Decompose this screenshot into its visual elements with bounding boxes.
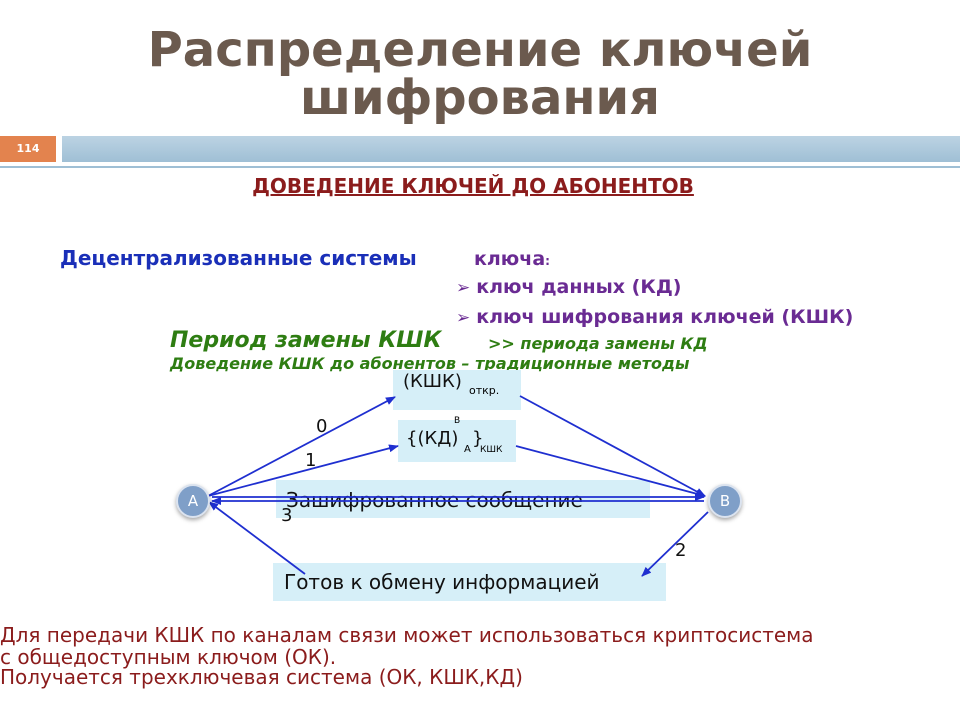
step-3-label: 3	[281, 505, 293, 526]
arrow-a-to-public-kek	[207, 396, 396, 497]
slide-title-line2: шифрования	[300, 70, 660, 126]
box-encrypted-key: B {(КД) A } КШК	[398, 416, 516, 462]
node-b: B	[708, 484, 742, 518]
box-public-kek: (КШК) откр.	[393, 370, 521, 410]
step-0-label: 0	[316, 416, 328, 437]
box-encrypted-message-label: Зашифрованное сообщение	[286, 488, 583, 512]
key-item-label: ключ шифрования ключей (КШК)	[476, 306, 854, 328]
step-2-label: 2	[675, 540, 687, 561]
key-heading: ключа:	[474, 248, 550, 270]
period-heading: Период замены КШК	[170, 328, 442, 353]
box-encrypted-key-sup: B	[454, 416, 461, 426]
arrow-bullet-icon: ➢	[456, 278, 471, 298]
box-encrypted-message: Зашифрованное сообщение	[276, 480, 650, 518]
decentralized-heading: Децентрализованные системы	[60, 246, 417, 270]
header-bar	[62, 136, 960, 162]
key-heading-colon: :	[545, 254, 550, 268]
key-item-kek: ➢ключ шифрования ключей (КШК)	[456, 306, 853, 328]
arrow-encrypted-key-to-b	[515, 445, 706, 498]
box-public-kek-sub: откр.	[469, 384, 500, 397]
arrow-public-kek-to-b	[519, 395, 706, 497]
box-encrypted-key-brace: }	[472, 428, 484, 449]
arrow-bullet-icon: ➢	[456, 308, 471, 328]
step-1-label: 1	[305, 450, 317, 471]
delivery-methods: Доведение КШК до абонентов – традиционны…	[170, 354, 690, 373]
arrow-ready-to-a	[208, 501, 306, 575]
section-subtitle: ДОВЕДЕНИЕ КЛЮЧЕЙ ДО АБОНЕНТОВ	[252, 174, 694, 198]
box-ready-exchange: Готов к обмену информацией	[273, 563, 666, 601]
footer-line3: Получается трехключевая система (ОК, КШК…	[0, 665, 523, 689]
footer-line1: Для передачи КШК по каналам связи может …	[0, 623, 814, 647]
arrow-a-to-encrypted-key	[207, 444, 399, 497]
node-a: A	[176, 484, 210, 518]
box-encrypted-key-subk: КШК	[480, 445, 503, 455]
period-comparison: >> периода замены КД	[488, 334, 708, 353]
slide-number: 114	[0, 136, 56, 162]
key-item-data: ➢ключ данных (КД)	[456, 276, 681, 298]
key-heading-text: ключа	[474, 248, 546, 270]
box-encrypted-key-suba: A	[464, 444, 471, 455]
header-divider	[0, 166, 960, 168]
box-ready-exchange-label: Готов к обмену информацией	[284, 570, 600, 594]
footer-line2: с общедоступным ключом (ОК).	[0, 645, 337, 669]
box-public-kek-label: (КШК)	[403, 371, 462, 392]
arrow-b-to-ready	[641, 511, 709, 577]
key-item-label: ключ данных (КД)	[476, 276, 682, 298]
slide-title-line1: Распределение ключей	[147, 22, 813, 78]
box-encrypted-key-label: {(КД)	[406, 428, 459, 449]
